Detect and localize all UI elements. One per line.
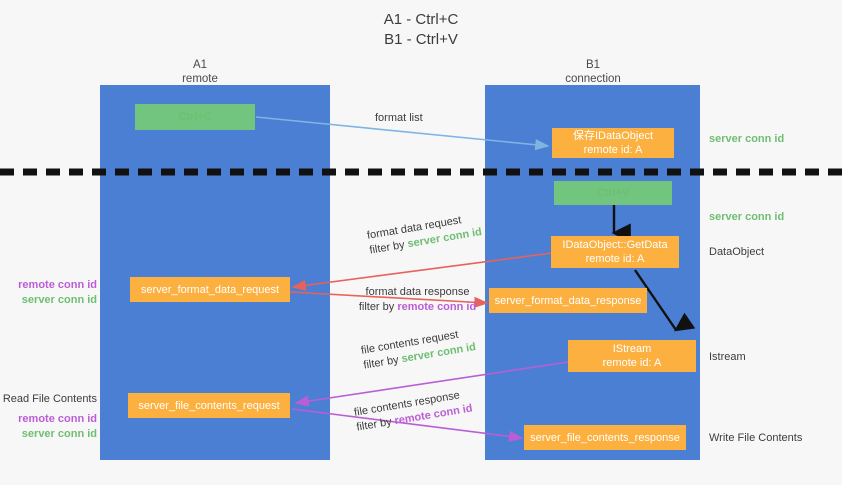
node-ctrl-c[interactable]: Ctrl+C bbox=[135, 104, 255, 130]
node-server-format-data-request-label: server_format_data_request bbox=[140, 283, 280, 296]
annotation-left-read-file-contents-group: Read File Contents bbox=[0, 392, 97, 407]
column-header-b1: B1 connection bbox=[533, 58, 653, 86]
filter-value-remote-conn-id: remote conn id bbox=[397, 301, 477, 313]
node-ctrl-c-label: Ctrl+C bbox=[178, 111, 212, 123]
annotation-remote-conn-id-2: remote conn id bbox=[18, 413, 97, 425]
node-server-format-data-response-label: server_format_data_response bbox=[494, 294, 642, 307]
edge-label-format-data-response: format data response filter by remote co… bbox=[330, 285, 505, 315]
column-header-a1-name: A1 bbox=[192, 59, 208, 71]
edge-label-file-contents-response: file contents response filter by remote … bbox=[353, 387, 474, 436]
phase-divider bbox=[0, 168, 842, 176]
filter-prefix: filter by bbox=[358, 301, 398, 313]
node-server-file-contents-response[interactable]: server_file_contents_response bbox=[524, 425, 686, 450]
annotation-data-object: DataObject bbox=[709, 246, 765, 258]
node-server-file-contents-request[interactable]: server_file_contents_request bbox=[128, 393, 290, 418]
page-title: A1 - Ctrl+C B1 - Ctrl+V bbox=[0, 10, 842, 50]
node-get-data[interactable]: IDataObject::GetData remote id: A bbox=[551, 236, 679, 268]
edge-label-format-data-response-filter: filter by remote conn id bbox=[330, 300, 505, 315]
node-istream-line-2: remote id: A bbox=[602, 357, 662, 369]
node-istream[interactable]: IStream remote id: A bbox=[568, 340, 696, 372]
node-server-file-contents-response-label: server_file_contents_response bbox=[530, 431, 680, 444]
annotation-write-file-contents: Write File Contents bbox=[709, 432, 803, 444]
node-ctrl-v-label: Ctrl+V bbox=[596, 187, 630, 199]
node-data-object-line-2: remote id: A bbox=[583, 144, 643, 156]
column-header-b1-name: B1 bbox=[585, 59, 601, 71]
column-header-a1-sub: remote bbox=[182, 73, 218, 85]
node-get-data-line-2: remote id: A bbox=[585, 253, 645, 265]
annotation-remote-conn-id-1: remote conn id bbox=[18, 279, 97, 291]
node-ctrl-v[interactable]: Ctrl+V bbox=[554, 181, 672, 205]
column-header-b1-sub: connection bbox=[565, 73, 621, 85]
edge-label-format-data-request: format data request filter by server con… bbox=[366, 210, 483, 258]
edge-label-file-contents-request: file contents request filter by server c… bbox=[360, 325, 477, 373]
annotation-left-conn-ids-1: remote conn id server conn id bbox=[0, 278, 97, 308]
edge-label-format-data-response-text: format data response bbox=[365, 286, 470, 298]
annotation-istream: Istream bbox=[709, 351, 746, 363]
annotation-server-conn-id-top: server conn id bbox=[709, 133, 785, 145]
node-data-object-line-1: 保存IDataObject bbox=[572, 130, 654, 142]
edge-label-format-list: format list bbox=[375, 112, 423, 124]
node-get-data-line-1: IDataObject::GetData bbox=[562, 239, 668, 251]
annotation-server-conn-id-2: server conn id bbox=[21, 428, 97, 440]
title-line-2: B1 - Ctrl+V bbox=[384, 31, 458, 48]
node-data-object[interactable]: 保存IDataObject remote id: A bbox=[552, 128, 674, 158]
node-istream-line-1: IStream bbox=[612, 343, 652, 355]
node-server-file-contents-request-label: server_file_contents_request bbox=[138, 399, 280, 412]
annotation-server-conn-id-mid: server conn id bbox=[709, 211, 785, 223]
annotation-read-file-contents: Read File Contents bbox=[2, 393, 97, 405]
title-line-1: A1 - Ctrl+C bbox=[383, 11, 459, 28]
node-server-format-data-request[interactable]: server_format_data_request bbox=[130, 277, 290, 302]
annotation-left-conn-ids-2: remote conn id server conn id bbox=[0, 412, 97, 442]
annotation-server-conn-id-1: server conn id bbox=[21, 294, 97, 306]
node-server-format-data-response[interactable]: server_format_data_response bbox=[489, 288, 647, 313]
column-header-a1: A1 remote bbox=[140, 58, 260, 86]
